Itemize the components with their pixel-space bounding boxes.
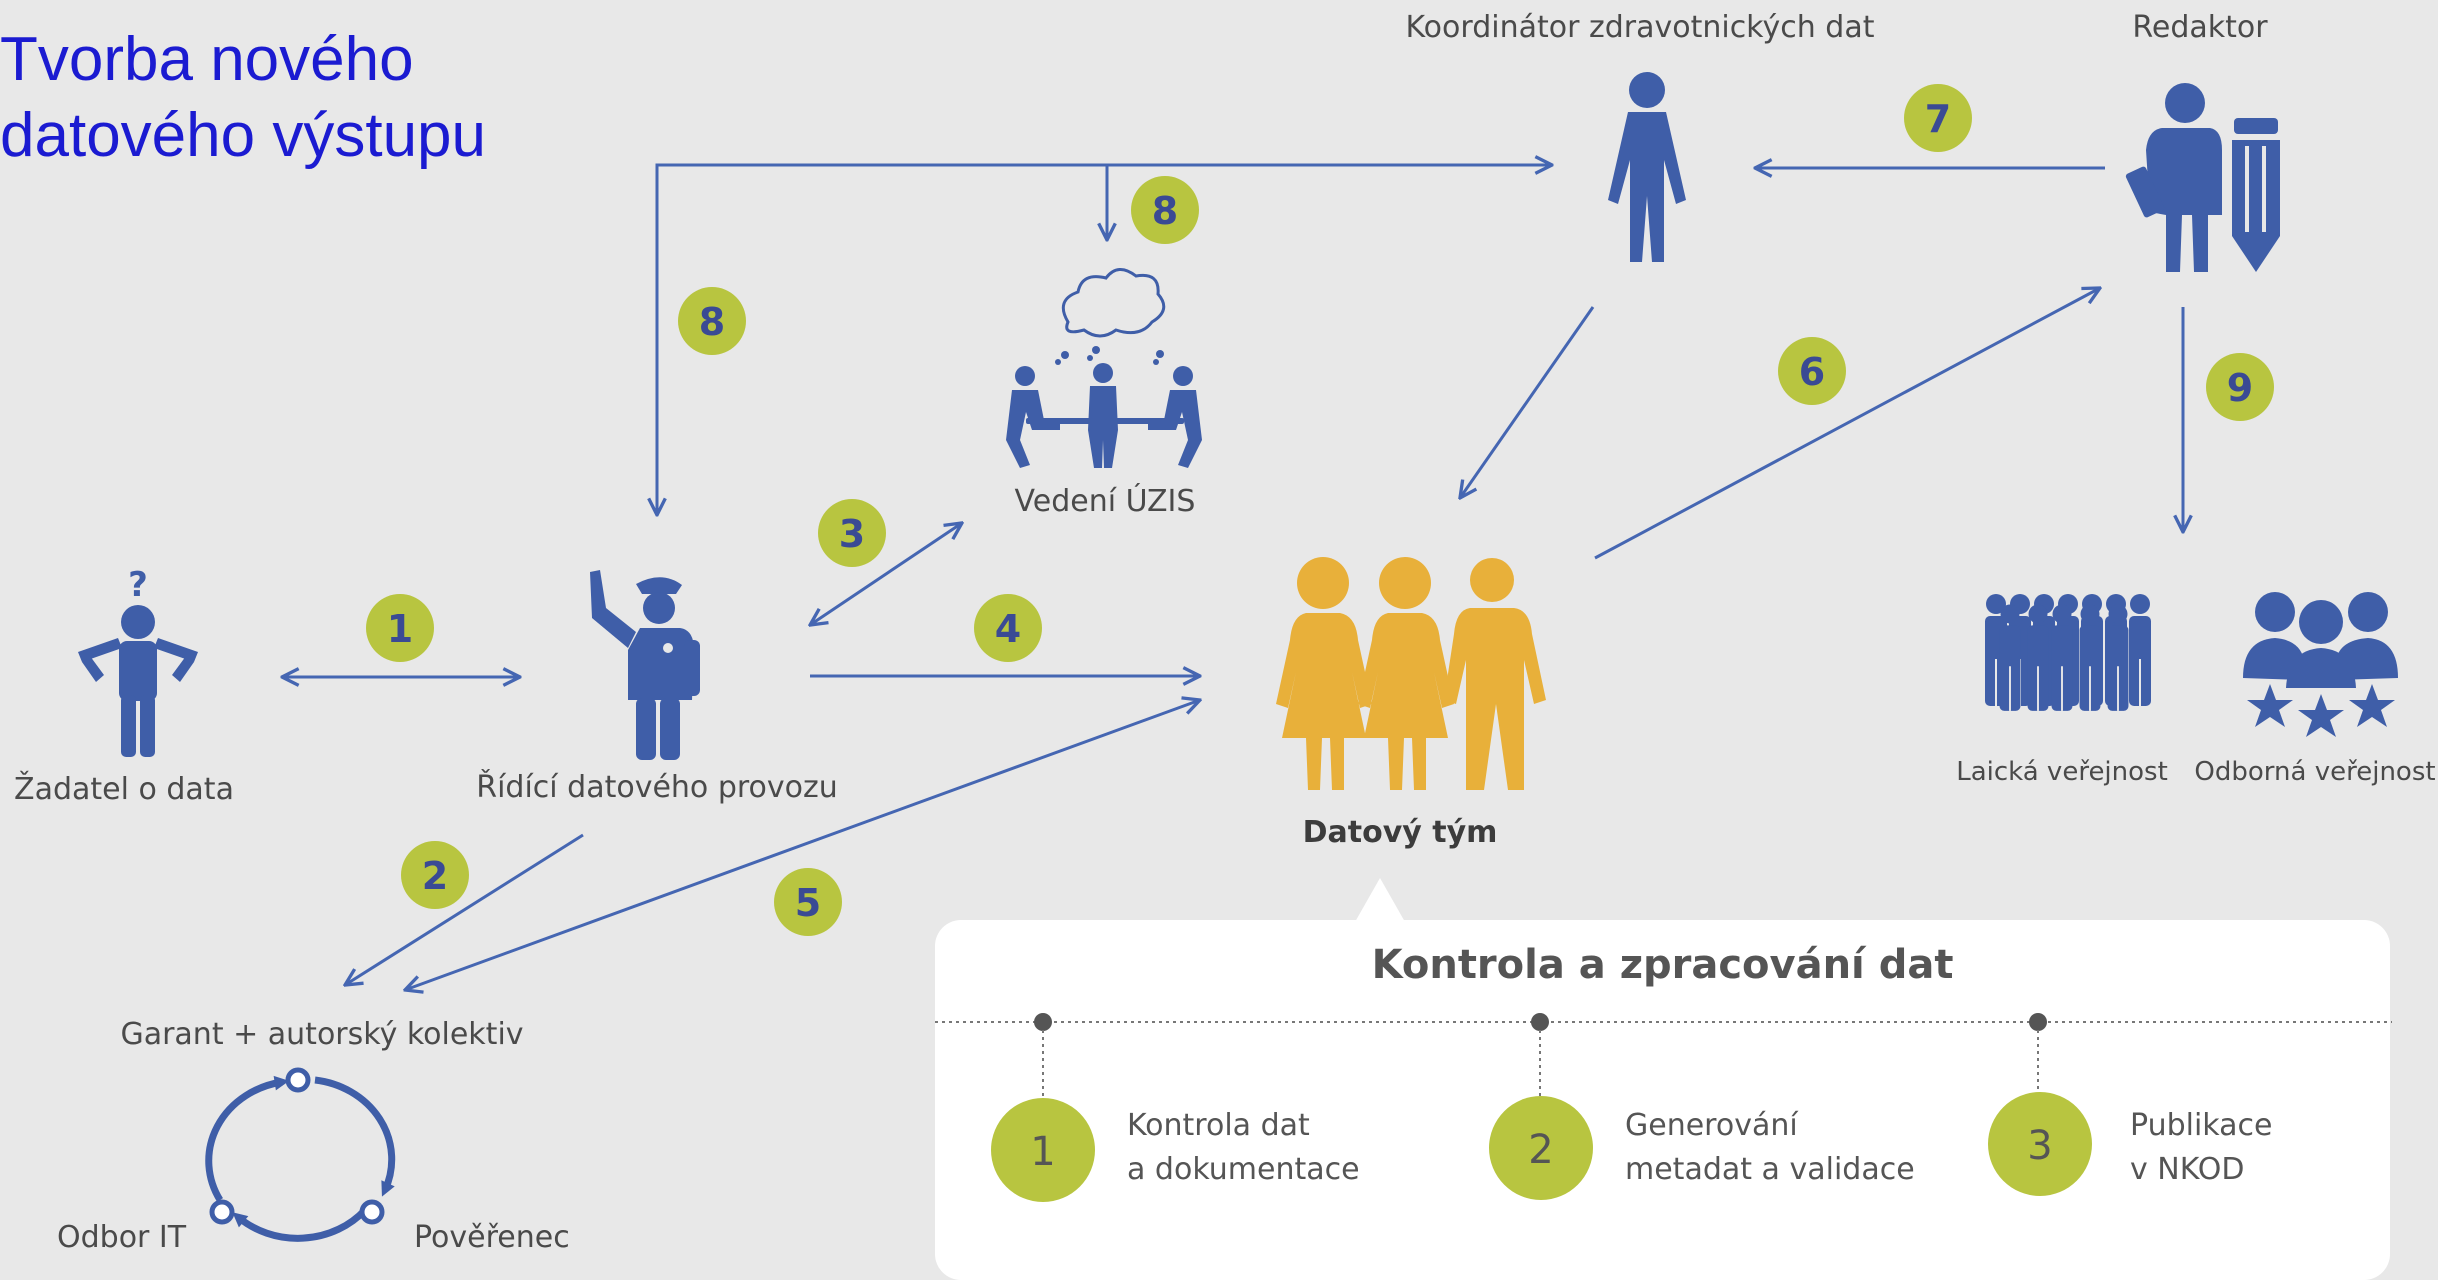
svg-text:1: 1	[387, 607, 413, 651]
label-poverenec: Pověřenec	[414, 1220, 570, 1255]
label-zadatel: Žadatel o data	[14, 772, 234, 807]
label-vedeni: Vedení ÚZIS	[1014, 484, 1196, 519]
person-question-icon: ?	[78, 565, 198, 757]
step-badge-7: 7	[1904, 84, 1972, 152]
label-koordinator: Koordinátor zdravotnických dat	[1405, 10, 1875, 45]
arrow-koordinator-tym	[1460, 306, 1595, 498]
svg-text:4: 4	[995, 607, 1021, 651]
panel-step-1-line1: Kontrola dat	[1127, 1108, 1310, 1143]
label-odbor-it: Odbor IT	[57, 1220, 187, 1255]
crowd-icon	[1985, 594, 2151, 711]
processing-panel: Kontrola a zpracování dat	[935, 920, 2390, 1280]
panel-step-3-line1: Publikace	[2130, 1108, 2273, 1143]
three-people-icon	[1276, 557, 1546, 790]
svg-text:3: 3	[839, 512, 865, 556]
cycle-icon	[205, 1067, 396, 1242]
svg-text:7: 7	[1925, 97, 1951, 141]
arrows	[282, 165, 2183, 990]
svg-text:9: 9	[2227, 366, 2253, 410]
label-laicka: Laická veřejnost	[1956, 757, 2168, 787]
label-odborna: Odborná veřejnost	[2194, 757, 2436, 787]
svg-text:6: 6	[1799, 350, 1825, 394]
step-badge-5: 5	[774, 868, 842, 936]
arrow-3	[810, 523, 962, 625]
person-pencil-icon	[2125, 83, 2280, 272]
step-badge-1: 1	[366, 594, 434, 662]
arrow-5	[405, 700, 1200, 990]
panel-step-1-text: Kontrola dat a dokumentace	[1127, 1104, 1360, 1192]
svg-text:?: ?	[128, 565, 148, 605]
label-garant: Garant + autorský kolektiv	[120, 1017, 524, 1052]
page-title: Tvorba nového datového výstupu	[0, 22, 486, 174]
panel-step-3-line2: v NKOD	[2130, 1152, 2245, 1187]
svg-text:2: 2	[422, 854, 448, 898]
panel-title: Kontrola a zpracování dat	[1371, 942, 1954, 988]
step-badge-8-left: 8	[678, 287, 746, 355]
label-redaktor: Redaktor	[2132, 10, 2268, 45]
step-badge-8-top: 8	[1131, 176, 1199, 244]
label-ridici: Řídící datového provozu	[476, 770, 838, 805]
panel-step-1-line2: a dokumentace	[1127, 1152, 1360, 1187]
step-badge-6: 6	[1778, 337, 1846, 405]
step-badge-2: 2	[401, 841, 469, 909]
step-badge-4: 4	[974, 594, 1042, 662]
panel-step-2-line2: metadat a validace	[1625, 1152, 1915, 1187]
panel-step-3-text: Publikace v NKOD	[2130, 1104, 2272, 1192]
svg-text:5: 5	[795, 881, 821, 925]
step-badges: 1 2 3 4 5 6 7 8	[366, 84, 2274, 936]
panel-step-2-line1: Generování	[1625, 1108, 1798, 1143]
svg-text:8: 8	[1152, 189, 1178, 233]
panel-pointer	[1355, 878, 1405, 922]
arrow-8-line	[657, 165, 1552, 515]
arrow-6	[1594, 288, 2100, 560]
step-badge-9: 9	[2206, 353, 2274, 421]
title-line-1: Tvorba nového	[0, 25, 414, 94]
svg-text:8: 8	[699, 300, 725, 344]
label-datovy-tym: Datový tým	[1302, 815, 1498, 850]
step-badge-3: 3	[818, 499, 886, 567]
meeting-table-icon	[1006, 268, 1202, 468]
title-line-2: datového výstupu	[0, 101, 487, 170]
police-officer-icon	[590, 570, 700, 760]
panel-step-2-text: Generování metadat a validace	[1625, 1104, 1915, 1192]
experts-stars-icon	[2243, 592, 2398, 737]
person-icon	[1608, 72, 1686, 262]
